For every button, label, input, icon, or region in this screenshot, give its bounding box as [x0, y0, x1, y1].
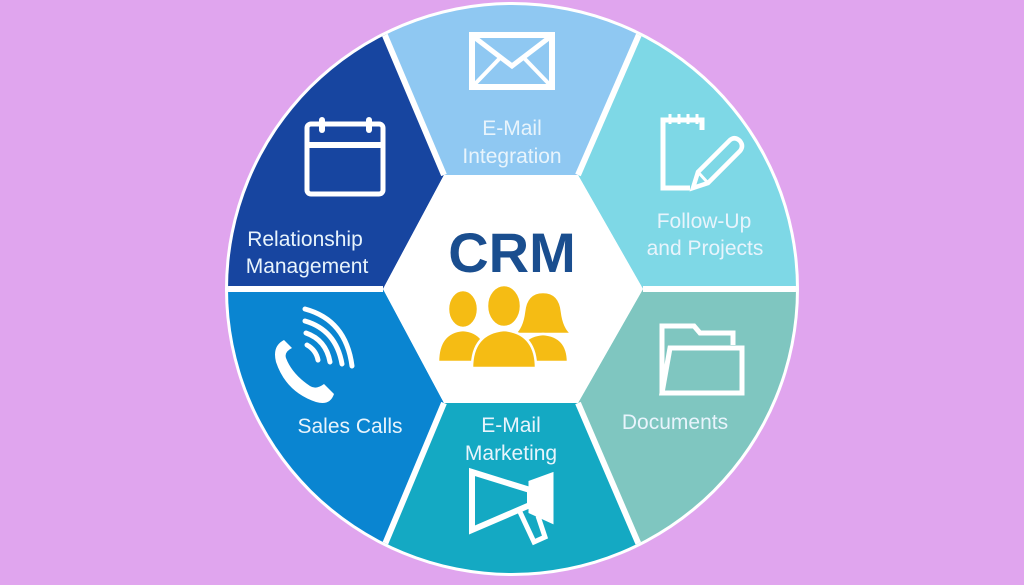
label-email-integration-2: Integration [462, 145, 561, 168]
label-follow-up-1: Follow-Up [657, 210, 752, 233]
folder-icon [659, 323, 745, 396]
segment-documents [578, 289, 796, 573]
label-follow-up-2: and Projects [647, 237, 764, 260]
label-relationship-1: Relationship [247, 228, 363, 251]
calendar-icon [304, 117, 386, 197]
people-group-icon [436, 283, 576, 370]
label-relationship-2: Management [246, 255, 369, 278]
label-email-marketing-1: E-Mail [481, 414, 541, 437]
label-sales-calls: Sales Calls [297, 415, 402, 438]
segment-email-marketing [372, 403, 652, 573]
megaphone-icon [469, 467, 554, 546]
center-title: CRM [448, 221, 576, 284]
envelope-icon [469, 32, 555, 90]
segment-follow-up [578, 5, 796, 289]
phone-call-icon [275, 306, 355, 403]
notepad-pencil-icon [660, 114, 745, 192]
label-email-marketing-2: Marketing [465, 442, 557, 465]
segment-sales-calls [228, 289, 444, 573]
label-email-integration-1: E-Mail [482, 117, 542, 140]
label-documents: Documents [622, 411, 728, 434]
segment-relationship [228, 5, 444, 289]
